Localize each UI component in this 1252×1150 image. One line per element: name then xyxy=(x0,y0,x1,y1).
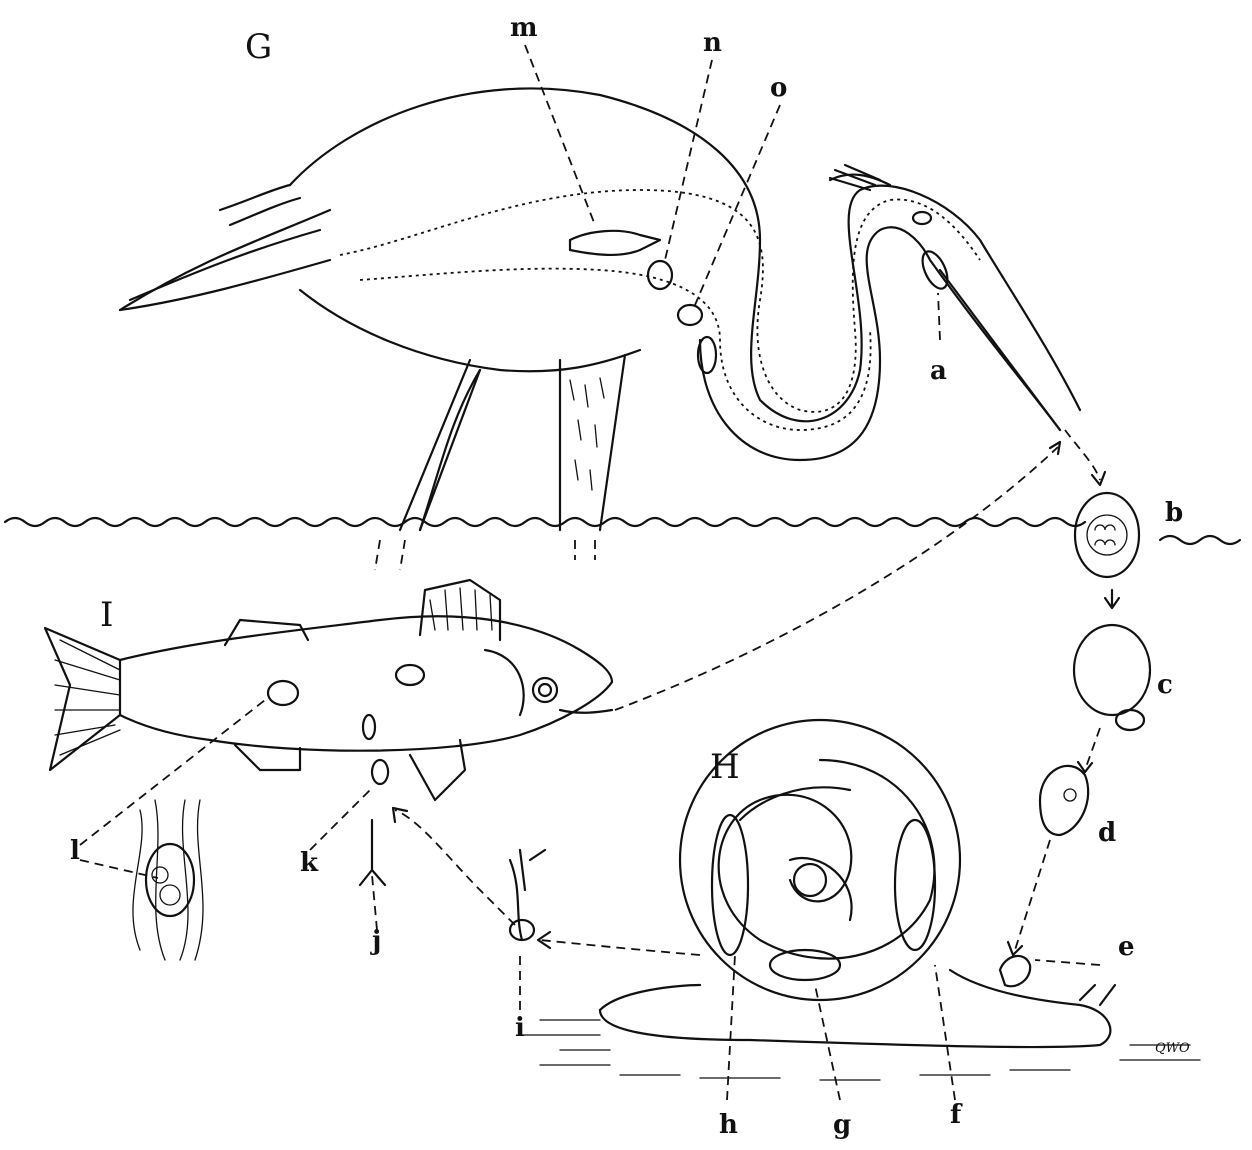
hatched-egg-stage-c xyxy=(1074,625,1150,730)
label-i: i xyxy=(515,1015,525,1041)
label-a: a xyxy=(930,358,947,384)
label-h: h xyxy=(719,1112,738,1138)
label-fish-I: I xyxy=(100,598,113,632)
label-heron-G: G xyxy=(245,30,272,64)
water-surface-line xyxy=(5,518,1240,544)
heron-drawing xyxy=(120,88,1080,570)
label-l: l xyxy=(70,838,80,864)
label-j: j xyxy=(372,928,381,954)
label-m: m xyxy=(510,15,538,41)
label-b: b xyxy=(1165,500,1183,526)
leader-lines xyxy=(80,45,1100,1100)
label-e: e xyxy=(1118,934,1135,960)
label-g: g xyxy=(833,1112,851,1138)
label-c: c xyxy=(1157,672,1173,698)
cercaria-i xyxy=(510,850,545,940)
label-k: k xyxy=(300,850,318,876)
label-o: o xyxy=(770,75,787,101)
artist-signature: QWO xyxy=(1155,1042,1190,1055)
egg-stage-b xyxy=(1075,493,1139,577)
label-n: n xyxy=(703,30,722,56)
label-f: f xyxy=(950,1102,961,1128)
cercaria-j xyxy=(360,820,385,885)
miracidium-stage-d xyxy=(1040,766,1088,835)
fish-drawing xyxy=(45,580,612,960)
label-d: d xyxy=(1098,820,1116,846)
snail-drawing xyxy=(520,720,1200,1080)
label-snail-H: H xyxy=(710,750,740,784)
sporocyst-stage-e xyxy=(1000,956,1030,986)
